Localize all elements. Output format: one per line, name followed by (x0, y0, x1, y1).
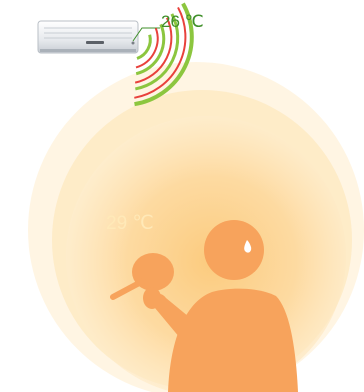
room-temperature-label: 29 ℃ (106, 212, 154, 235)
air-conditioner-icon (38, 21, 138, 53)
ac-temperature-label: 26 ℃ (161, 12, 204, 32)
